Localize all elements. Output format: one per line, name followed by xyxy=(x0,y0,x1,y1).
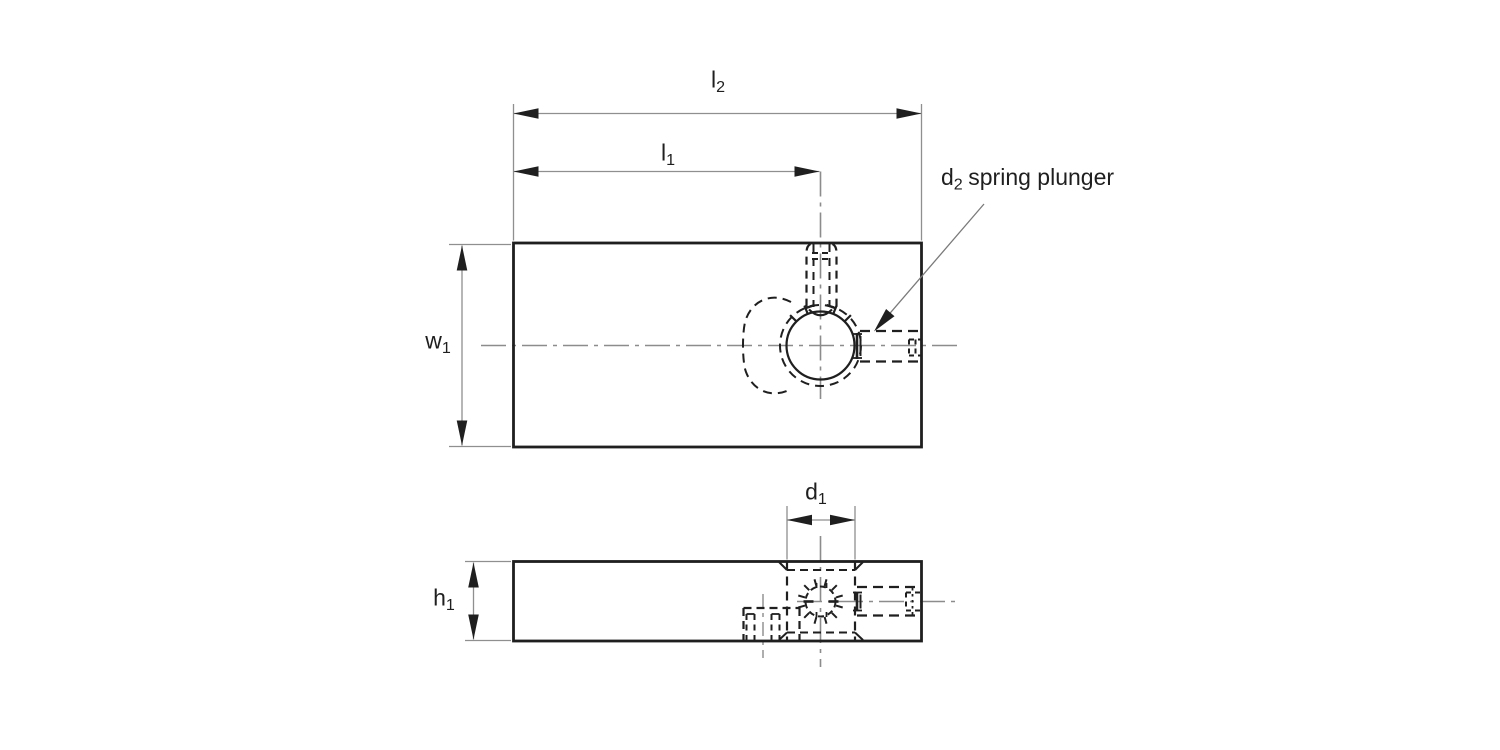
arrowhead xyxy=(468,614,479,640)
label-w1-sub: 1 xyxy=(441,339,451,358)
label-w1-base: w xyxy=(425,327,442,354)
thread-cross-hole xyxy=(798,579,843,624)
arrowhead xyxy=(896,108,922,119)
dimension-l2 xyxy=(512,104,923,241)
dimension-l1 xyxy=(513,166,820,177)
label-l1-sub: 1 xyxy=(666,151,676,170)
label-l1: l1 xyxy=(660,139,676,170)
top-thread-hole-channel xyxy=(805,243,838,312)
plunger-hole-side xyxy=(853,585,922,617)
dimension-w1 xyxy=(449,243,511,448)
side-view-centerlines xyxy=(762,536,956,667)
label-d1-base: d xyxy=(805,478,818,505)
label-d1-sub: 1 xyxy=(817,490,827,509)
dimension-d1 xyxy=(786,506,856,560)
label-d2-suffix: spring plunger xyxy=(968,164,1115,190)
label-h1-sub: 1 xyxy=(445,596,455,615)
left-slot-hidden xyxy=(742,606,801,641)
arrowhead xyxy=(830,514,855,526)
arrowhead xyxy=(787,514,812,526)
top-view-outline xyxy=(512,241,923,449)
side-view-outline xyxy=(512,560,923,643)
plunger-socket-detail-side xyxy=(905,591,920,612)
label-l2: l2 xyxy=(710,66,726,97)
plunger-socket-detail xyxy=(908,338,922,357)
plunger-tip-marks xyxy=(852,333,862,359)
label-d1: d1 xyxy=(805,478,827,509)
plunger-ball-detail xyxy=(789,303,852,323)
label-l2-sub: 2 xyxy=(716,78,726,97)
label-h1-base: h xyxy=(433,584,446,611)
label-d2-base: d xyxy=(941,164,954,190)
side-view xyxy=(512,536,956,667)
top-view xyxy=(481,171,958,449)
arrowhead xyxy=(456,245,468,271)
arrowhead xyxy=(513,108,539,119)
label-d2-sub: 2 xyxy=(953,175,963,194)
arrowhead xyxy=(456,420,468,446)
arrowhead xyxy=(794,166,820,177)
annotation-leader xyxy=(874,203,985,332)
label-l1-base: l xyxy=(660,139,667,166)
bore-circle xyxy=(785,310,856,381)
label-l2-base: l xyxy=(710,66,717,93)
arrowhead xyxy=(468,562,479,588)
dimension-h1 xyxy=(465,560,511,642)
label-h1: h1 xyxy=(433,584,455,615)
spring-plunger-hole-hidden xyxy=(852,329,922,363)
top-view-centerlines xyxy=(481,171,958,399)
label-w1: w1 xyxy=(425,327,451,358)
arrowhead xyxy=(513,166,539,177)
label-d2-spring-plunger: d2 spring plunger xyxy=(941,166,1114,193)
pear-slot-hidden-outline xyxy=(742,296,792,395)
arrowhead xyxy=(874,309,895,332)
bore-hidden-lines xyxy=(778,561,864,641)
